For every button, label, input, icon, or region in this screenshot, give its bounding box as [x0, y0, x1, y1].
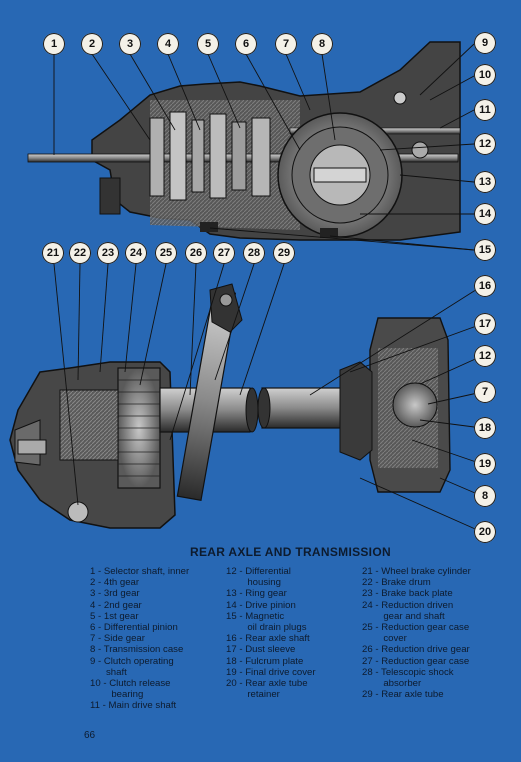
legend-item: 22 - Brake drum [362, 577, 431, 589]
callout-23: 23 [97, 242, 119, 264]
callout-24: 24 [125, 242, 147, 264]
legend-item: 3 - 3rd gear [90, 588, 140, 600]
legend-item: 18 - Fulcrum plate [226, 655, 304, 667]
callout-15: 15 [474, 239, 496, 261]
legend-item: 19 - Final drive cover [226, 666, 316, 678]
page-number: 66 [84, 730, 96, 741]
leader-lines-top [53, 43, 475, 251]
legend-item: housing [226, 577, 281, 589]
legend-item: retainer [226, 689, 280, 701]
legend-item: 27 - Reduction gear case [362, 655, 470, 667]
callout-4: 4 [157, 33, 179, 55]
legend-item: 23 - Brake back plate [362, 588, 453, 600]
legend-item: 29 - Rear axle tube [362, 689, 444, 701]
legend-item: 6 - Differential pinion [90, 622, 178, 634]
legend-item: absorber [362, 678, 422, 690]
legend-item: 13 - Ring gear [226, 588, 287, 600]
callout-12b: 12 [474, 345, 496, 367]
legend-item: 17 - Dust sleeve [226, 644, 296, 656]
callout-10: 10 [474, 64, 496, 86]
legend-item: 24 - Reduction driven [362, 599, 454, 611]
callout-20: 20 [474, 521, 496, 543]
callout-8b: 8 [474, 485, 496, 507]
legend-item: 16 - Rear axle shaft [226, 633, 310, 645]
callout-1: 1 [43, 33, 65, 55]
legend-column-1: 1 - Selector shaft, inner 2 - 4th gear 3… [90, 566, 189, 712]
legend-item: 20 - Rear axle tube [226, 678, 308, 690]
callout-6: 6 [235, 33, 257, 55]
legend-item: gear and shaft [362, 610, 445, 622]
legend-item: 12 - Differential [226, 566, 291, 577]
callout-27: 27 [213, 242, 235, 264]
legend-item: 7 - Side gear [90, 633, 145, 645]
legend-item: 14 - Drive pinion [226, 599, 296, 611]
legend-item: 5 - 1st gear [90, 610, 139, 622]
gear-stack [149, 111, 271, 201]
callout-26: 26 [185, 242, 207, 264]
legend-item: bearing [90, 689, 144, 701]
legend-item: 25 - Reduction gear case [362, 622, 470, 634]
callout-29: 29 [273, 242, 295, 264]
legend-item: 2 - 4th gear [90, 577, 140, 589]
callout-22: 22 [69, 242, 91, 264]
legend-item: 28 - Telescopic shock [362, 666, 454, 678]
legend-item: cover [362, 633, 407, 645]
callout-2: 2 [81, 33, 103, 55]
callout-9: 9 [474, 32, 496, 54]
callout-8: 8 [311, 33, 333, 55]
callout-28: 28 [243, 242, 265, 264]
callout-5: 5 [197, 33, 219, 55]
legend-item: 21 - Wheel brake cylinder [362, 566, 471, 577]
callout-16: 16 [474, 275, 496, 297]
reduction-gear-cutaway [9, 283, 259, 529]
legend-item: 1 - Selector shaft, inner [90, 566, 190, 577]
cutaway-drawing [9, 41, 483, 533]
callout-13: 13 [474, 171, 496, 193]
transmission-cutaway [27, 41, 461, 241]
legend-item: shaft [90, 666, 127, 678]
callout-3: 3 [119, 33, 141, 55]
legend-item: 9 - Clutch operating [90, 655, 174, 667]
callout-17: 17 [474, 313, 496, 335]
callout-25: 25 [155, 242, 177, 264]
callout-7: 7 [275, 33, 297, 55]
legend-item: 26 - Reduction drive gear [362, 644, 470, 656]
legend-item: oil drain plugs [226, 622, 307, 634]
callout-7b: 7 [474, 381, 496, 403]
legend-item: 10 - Clutch release [90, 678, 171, 690]
axle-shaft-end [257, 317, 451, 493]
legend-column-2: 12 - Differential housing 13 - Ring gear… [226, 566, 316, 700]
legend-column-3: 21 - Wheel brake cylinder 22 - Brake dru… [362, 566, 471, 700]
legend-item: 4 - 2nd gear [90, 599, 142, 611]
callout-21: 21 [42, 242, 64, 264]
callout-18: 18 [474, 417, 496, 439]
callout-11: 11 [474, 99, 496, 121]
callout-19: 19 [474, 453, 496, 475]
callout-12: 12 [474, 133, 496, 155]
legend-item: 11 - Main drive shaft [90, 700, 177, 712]
legend-item: 8 - Transmission case [90, 644, 184, 656]
legend-item: 15 - Magnetic [226, 610, 285, 622]
callout-14: 14 [474, 203, 496, 225]
diagram-caption: REAR AXLE AND TRANSMISSION [190, 545, 391, 559]
